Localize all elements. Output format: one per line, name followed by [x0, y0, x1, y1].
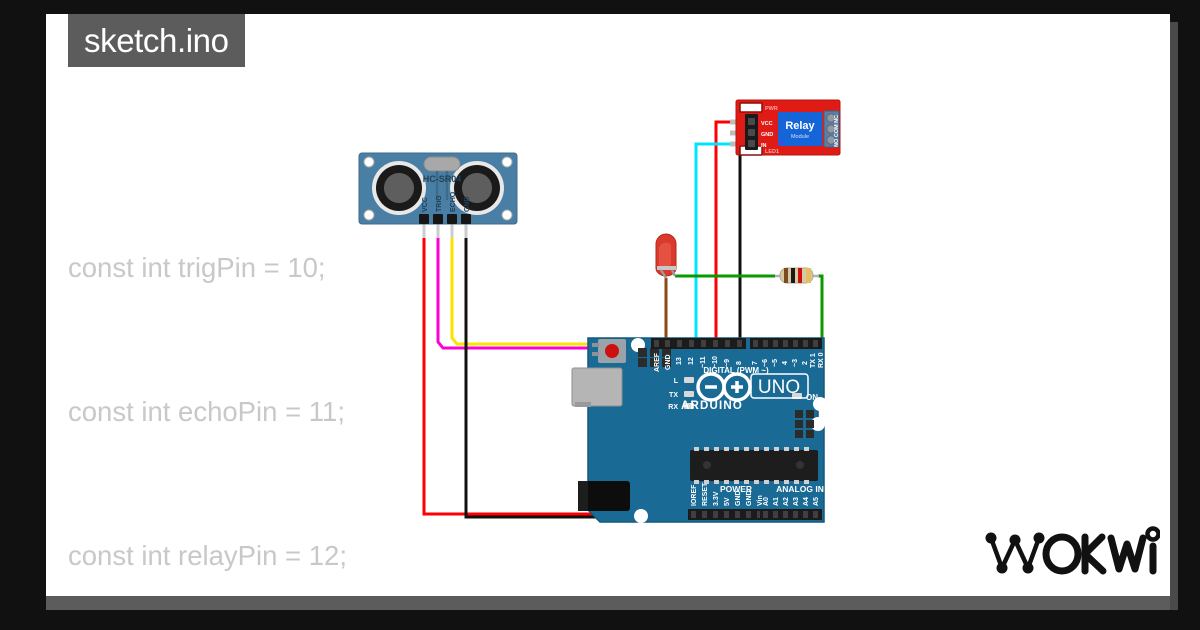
wokwi-logo-mark: [985, 526, 1161, 575]
editor-footer-strip: [46, 596, 1170, 610]
code-editor-text: const int trigPin = 10; const int echoPi…: [68, 148, 688, 630]
tab-sketch-ino[interactable]: sketch.ino: [68, 14, 245, 67]
code-line: const int echoPin = 11;: [68, 396, 345, 427]
wokwi-logo: [985, 524, 1161, 589]
code-line: const int trigPin = 10;: [68, 252, 326, 283]
wokwi-node-dots: [985, 532, 1045, 574]
code-line: const int relayPin = 12;: [68, 540, 347, 571]
